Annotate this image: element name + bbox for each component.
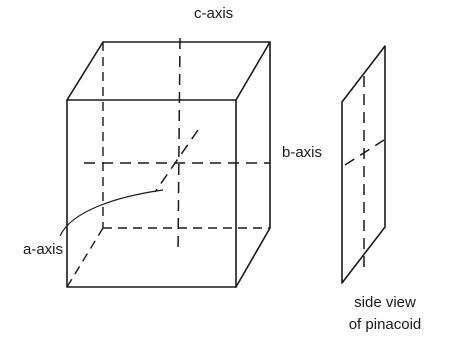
box-front-face xyxy=(66,99,237,288)
b-axis-label: b-axis xyxy=(281,144,324,162)
a-axis-label: a-axis xyxy=(22,241,65,259)
box-top-face xyxy=(66,41,271,101)
caption-line-2: of pinacoid xyxy=(348,316,422,333)
leaders xyxy=(59,189,164,237)
box-right-face xyxy=(235,41,271,288)
pinacoid-outline xyxy=(341,45,386,284)
pinacoid-horizontal-axis xyxy=(344,139,385,166)
pinacoid-side-view xyxy=(341,45,386,284)
hidden-side-bottom-edge xyxy=(66,227,104,288)
box-hidden-edges xyxy=(66,42,270,288)
c-axis-line xyxy=(177,37,181,253)
caption-line-1: side view xyxy=(354,294,416,311)
a-axis-line xyxy=(154,129,199,193)
a-axis-leader xyxy=(59,189,164,237)
c-axis-label: c-axis xyxy=(193,5,235,23)
axes xyxy=(84,37,270,253)
pinacoid-caption: side view of pinacoid xyxy=(330,292,440,336)
box-visible-edges xyxy=(66,41,271,288)
